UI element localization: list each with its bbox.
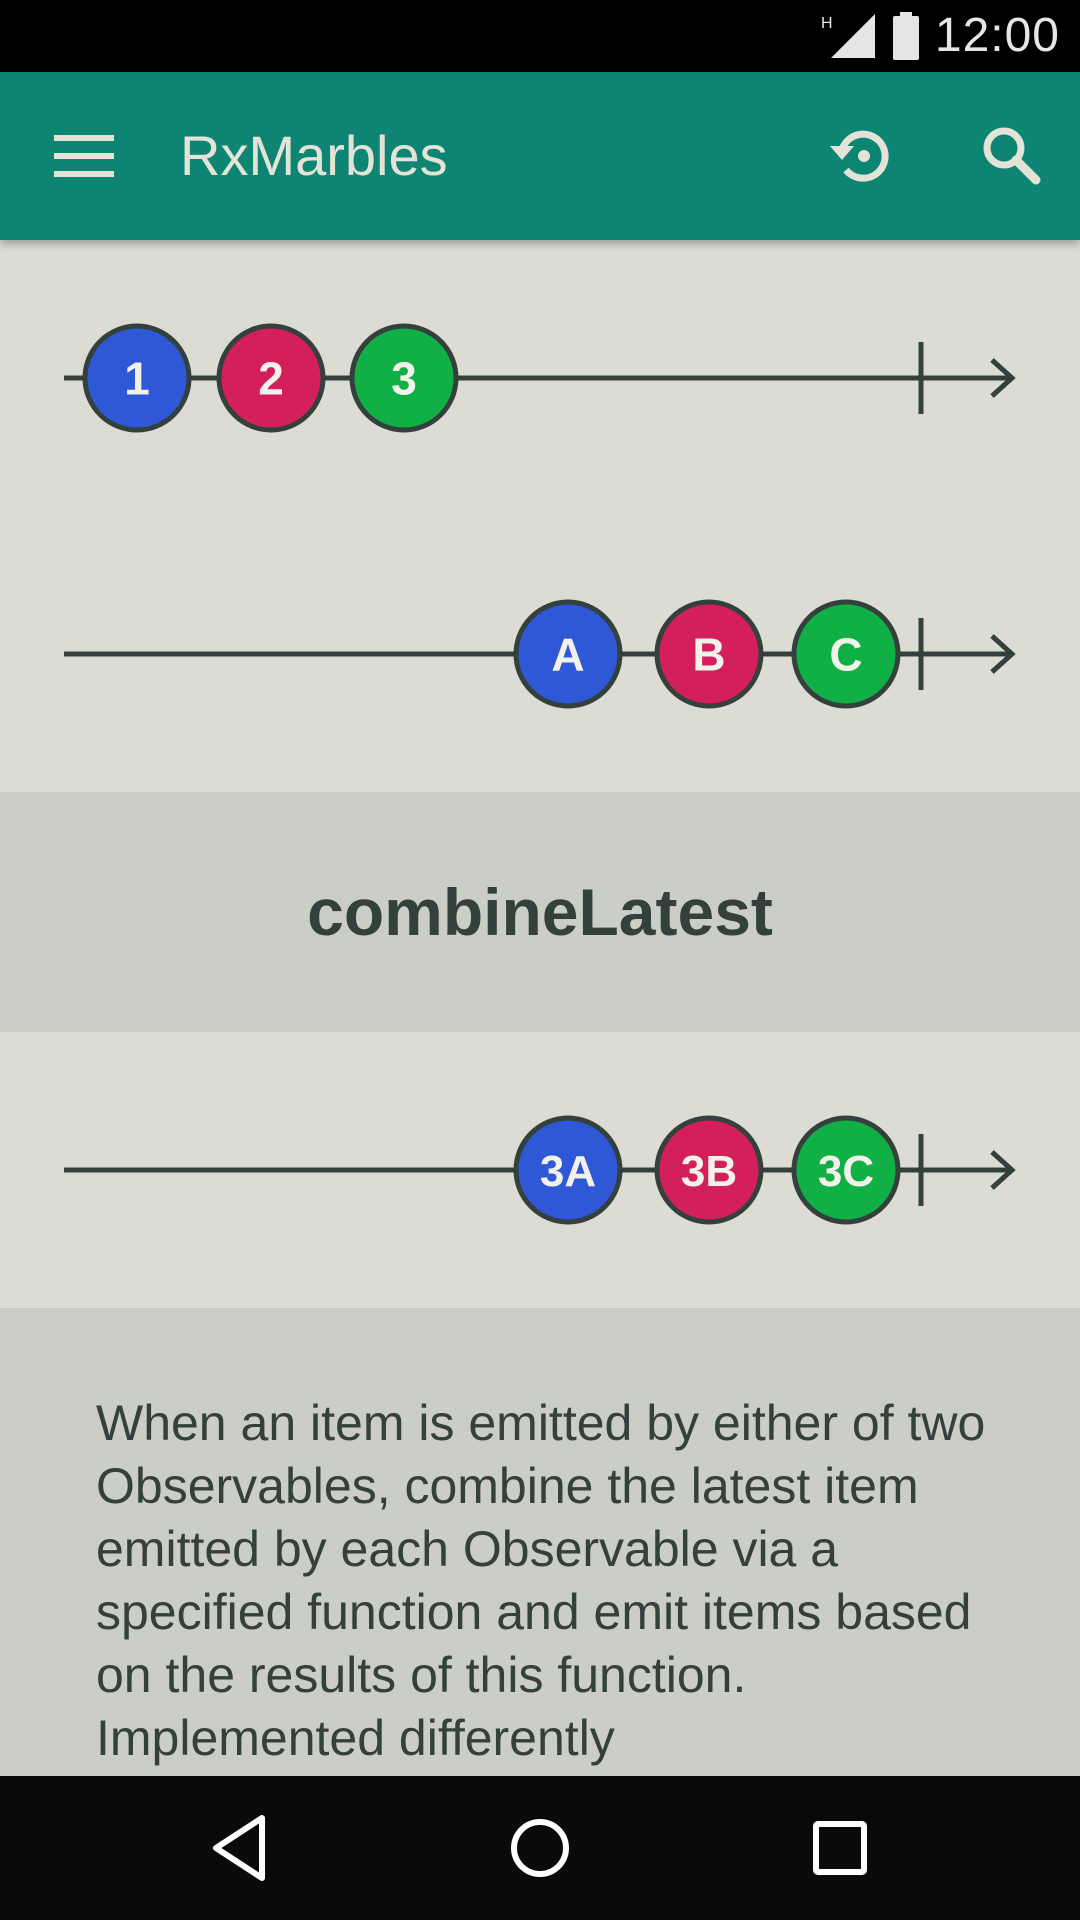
- search-icon: [983, 127, 1041, 185]
- app-title: RxMarbles: [180, 124, 448, 187]
- marble-3B[interactable]: 3B: [654, 1115, 764, 1225]
- hamburger-menu-icon: [54, 135, 114, 177]
- timeline-input-b: A B C: [64, 599, 1016, 709]
- marble-A[interactable]: A: [513, 599, 623, 709]
- home-button[interactable]: [500, 1808, 580, 1888]
- battery-icon: [892, 12, 919, 60]
- app-bar: RxMarbles: [0, 72, 1080, 240]
- marble-circle: [349, 323, 459, 433]
- recents-button[interactable]: [800, 1808, 880, 1888]
- marble-label: 3A: [540, 1147, 596, 1196]
- marble-label: A: [551, 629, 584, 681]
- timeline-arrow: [990, 1150, 1016, 1190]
- timeline-input-a: 1 2 3: [64, 323, 1016, 433]
- marble-label: 3C: [818, 1147, 874, 1196]
- status-icons: H 12:00: [821, 0, 1060, 72]
- marble-label: C: [829, 629, 862, 681]
- status-bar: H 12:00: [0, 0, 1080, 72]
- marble-label: B: [692, 629, 725, 681]
- search-button[interactable]: [972, 116, 1052, 196]
- marble-C[interactable]: C: [791, 599, 901, 709]
- marble-label: 3B: [681, 1147, 737, 1196]
- marble-B[interactable]: B: [654, 599, 764, 709]
- marble-1[interactable]: 1: [82, 323, 192, 433]
- marble-circle: [654, 1115, 764, 1225]
- marble-label: 2: [258, 353, 284, 405]
- status-time: 12:00: [934, 9, 1060, 62]
- network-type-label: H: [821, 15, 833, 32]
- marble-circle: [791, 1115, 901, 1225]
- output-observable: 3A 3B 3C: [0, 1032, 1080, 1308]
- operator-name: combineLatest: [307, 875, 773, 949]
- back-triangle-icon: [213, 1815, 265, 1881]
- description-text: When an item is emitted by either of two…: [96, 1395, 986, 1766]
- marble-label: 3: [391, 353, 417, 405]
- navigation-bar: [0, 1776, 1080, 1920]
- input-observables: 1 2 3 A B C: [0, 240, 1080, 792]
- history-icon: [830, 130, 889, 182]
- operator-description: When an item is emitted by either of two…: [0, 1308, 1080, 1776]
- back-button[interactable]: [200, 1808, 280, 1888]
- home-circle-icon: [511, 1819, 569, 1877]
- marble-circle: [513, 599, 623, 709]
- timeline-arrow: [990, 634, 1016, 674]
- signal-icon: H: [821, 14, 875, 58]
- marble-3C[interactable]: 3C: [791, 1115, 901, 1225]
- operator-box: combineLatest: [0, 792, 1080, 1032]
- recents-square-icon: [813, 1821, 867, 1875]
- marble-circle: [216, 323, 326, 433]
- marble-3[interactable]: 3: [349, 323, 459, 433]
- menu-button[interactable]: [48, 126, 120, 186]
- marble-circle: [513, 1115, 623, 1225]
- timeline-output: 3A 3B 3C: [64, 1115, 1016, 1225]
- marble-circle: [654, 599, 764, 709]
- marble-circle: [791, 599, 901, 709]
- marble-circle: [82, 323, 192, 433]
- output-timeline-canvas: 3A 3B 3C: [64, 1115, 1016, 1225]
- marble-2[interactable]: 2: [216, 323, 326, 433]
- marble-3A[interactable]: 3A: [513, 1115, 623, 1225]
- marble-label: 1: [124, 353, 150, 405]
- input-timelines-canvas: 1 2 3 A B C: [64, 323, 1016, 709]
- timeline-arrow: [990, 358, 1016, 398]
- history-button[interactable]: [820, 116, 900, 196]
